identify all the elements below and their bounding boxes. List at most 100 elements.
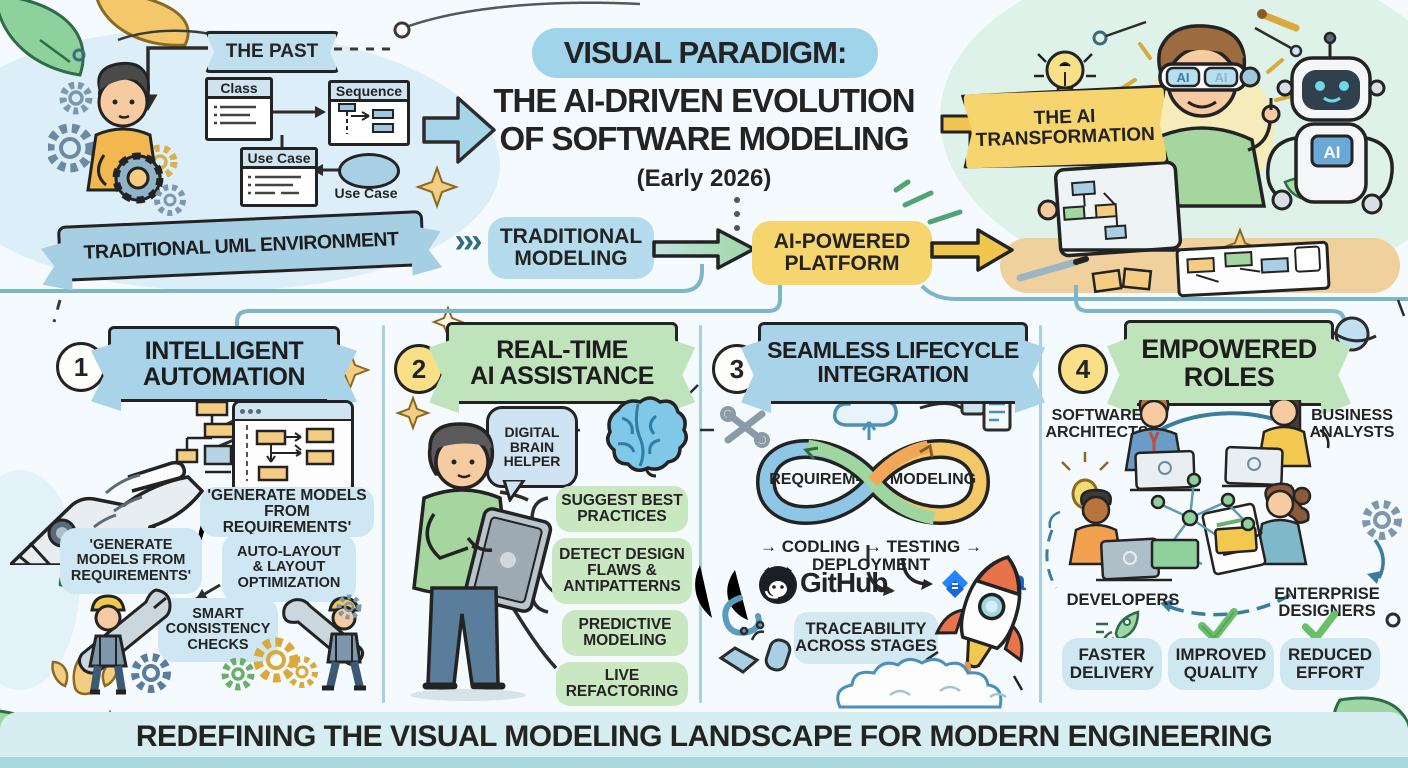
benefit-improved-quality: IMPROVED QUALITY xyxy=(1168,638,1274,690)
gear-icon xyxy=(48,123,95,173)
svg-text:AI: AI xyxy=(1215,70,1228,85)
section1-ribbon: INTELLIGENT AUTOMATION xyxy=(108,326,340,402)
section4-number: 4 xyxy=(1058,344,1108,394)
benefit-faster-delivery: FASTER DELIVERY xyxy=(1062,638,1162,690)
role-developers-label: DEVELOPERS xyxy=(1066,591,1180,609)
ai-powered-platform-pill: AI-POWERED PLATFORM xyxy=(752,221,932,285)
rocket-icon xyxy=(925,555,1024,695)
desk-paper xyxy=(1175,240,1331,298)
benefit-reduced-effort: REDUCED EFFORT xyxy=(1280,638,1380,690)
jira-icon xyxy=(942,570,968,598)
brand-badge: VISUAL PARADIGM: xyxy=(532,28,878,78)
section-divider xyxy=(1039,325,1042,703)
the-past-banner: THE PAST xyxy=(205,31,339,73)
gear-icon xyxy=(112,152,164,204)
flow-arrow-green xyxy=(652,228,756,270)
section2-title: REAL-TIME AI ASSISTANCE xyxy=(470,336,654,390)
leaf-icon xyxy=(95,0,190,47)
pen-icon xyxy=(1016,256,1089,282)
traditional-modeling-label: TRADITIONAL MODELING xyxy=(499,224,643,270)
sticky-note xyxy=(1121,267,1153,291)
section1-bubble-left: 'GENERATE MODELS FROM REQUIREMENTS' xyxy=(60,528,202,594)
uml-class-title: Class xyxy=(208,80,270,99)
section3-title: SEAMLESS LIFECYCLE INTEGRATION xyxy=(767,337,1019,387)
pencil-icon xyxy=(1262,12,1300,32)
ai-powered-platform-label: AI-POWERED PLATFORM xyxy=(773,229,911,275)
checkmark-icon xyxy=(1198,608,1238,642)
role-analysts-label: BUSINESS ANALYSTS xyxy=(1309,407,1395,441)
smoke-cloud xyxy=(836,658,1007,709)
empowered-roles-scene xyxy=(1048,400,1402,582)
uml-engineer-illustration xyxy=(48,61,186,216)
traditional-uml-label: TRADITIONAL UML ENVIRONMENT xyxy=(83,227,399,264)
section-divider xyxy=(382,325,385,703)
speech-tail xyxy=(502,480,526,502)
lifecycle-stages: → CODLING → TESTING → DEPLOYMENT xyxy=(760,537,982,574)
tablet-user-illustration xyxy=(410,422,553,701)
svg-text:AI: AI xyxy=(1177,70,1190,85)
loop-left-label: REQUIREM- xyxy=(769,471,861,488)
sparkle-icon xyxy=(415,165,459,209)
architect-illustration xyxy=(1124,400,1200,492)
modeling-window xyxy=(232,400,354,494)
developer-illustration xyxy=(1048,488,1172,582)
section1-bubble-auto-layout: AUTO-LAYOUT & LAYOUT OPTIMIZATION xyxy=(222,534,356,602)
traceability-bubble: TRACEABILITY ACROSS STAGES xyxy=(794,612,938,664)
usb-doc-icon xyxy=(919,402,965,412)
title-line1: THE AI-DRIVEN EVOLUTION xyxy=(493,82,915,119)
flow-arrow-yellow xyxy=(930,228,1014,272)
svg-text:AI: AI xyxy=(1324,143,1341,162)
laptop-icon xyxy=(1037,160,1183,258)
github-icon xyxy=(759,566,797,604)
footer-strip xyxy=(0,757,1408,768)
uml-usecase-title: Use Case xyxy=(243,150,315,169)
loop-right-label: MODELING xyxy=(889,471,977,488)
robot-hand-icon xyxy=(10,460,205,565)
worker-illustration xyxy=(77,588,172,695)
footer-banner-text: REDEFINING THE VISUAL MODELING LANDSCAPE… xyxy=(135,720,1273,753)
sparkle-icon xyxy=(395,395,431,431)
gear-icon xyxy=(1362,500,1402,540)
github-to-jira-arrow xyxy=(901,557,933,590)
brain-icon xyxy=(606,396,688,478)
section2-ribbon: REAL-TIME AI ASSISTANCE xyxy=(446,322,678,404)
section2-pill-refactoring: LIVE REFACTORING xyxy=(556,662,688,706)
mini-flowchart xyxy=(175,400,237,474)
uml-class-box: Class xyxy=(205,77,273,141)
uml-sequence-box: Sequence xyxy=(328,80,410,146)
traditional-modeling-pill: TRADITIONAL MODELING xyxy=(488,217,654,279)
uml-usecase-box: Use Case xyxy=(240,147,318,207)
section2-pill-suggest: SUGGEST BEST PRACTICES xyxy=(556,486,688,532)
title-line2: OF SOFTWARE MODELING xyxy=(499,120,910,157)
section2-pill-detect: DETECT DESIGN FLAWS & ANTIPATTERNS xyxy=(552,538,692,604)
gear-icon xyxy=(336,594,362,620)
checkmark-icon xyxy=(1301,610,1339,642)
the-past-label: THE PAST xyxy=(225,41,319,63)
title-subtitle: (Early 2026) xyxy=(636,165,772,192)
gear-icon xyxy=(154,184,186,216)
sticky-note xyxy=(1091,268,1123,294)
arrow-right-icon xyxy=(422,96,496,164)
uml-usecase-oval-label: Use Case xyxy=(334,185,398,201)
role-designers-label: ENTERPRISE DESIGNERS xyxy=(1274,585,1380,621)
gear-icon xyxy=(59,81,93,115)
uml-usecase-oval xyxy=(338,153,400,189)
analyst-illustration xyxy=(1222,400,1330,488)
robot-icon: AI xyxy=(1266,31,1394,215)
ai-engineer-illustration: AI AI xyxy=(1132,24,1281,208)
role-architects-label: SOFTWARE ARCHITECTS xyxy=(1045,407,1149,441)
uml-sequence-title: Sequence xyxy=(331,83,407,102)
gear-icon xyxy=(221,657,255,691)
ai-transformation-scene: AI AI AI xyxy=(1016,24,1394,298)
brand-label: VISUAL PARADIGM: xyxy=(563,34,848,70)
gear-icon xyxy=(253,637,299,683)
section1-bubble-top: 'GENERATE MODELS FROM REQUIREMENTS' xyxy=(200,487,374,537)
digital-brain-speech-bubble: DIGITAL BRAIN HELPER xyxy=(486,406,578,488)
ai-transformation-banner: THE AI TRANSFORMATION xyxy=(961,84,1170,171)
section1-title: INTELLIGENT AUTOMATION xyxy=(142,337,306,391)
section4-title: EMPOWERED ROLES xyxy=(1141,333,1317,392)
github-label: GitHub xyxy=(800,567,888,598)
flow-chevrons: ››› xyxy=(454,222,483,260)
gear-icon xyxy=(131,653,171,693)
